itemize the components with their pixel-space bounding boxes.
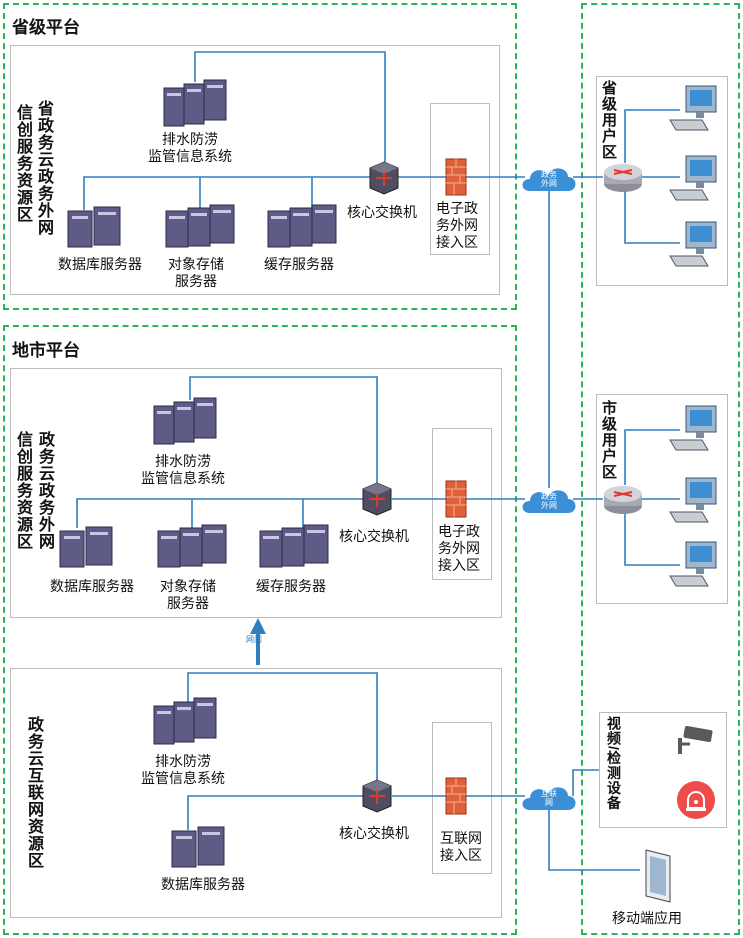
cache-server-icon (267, 204, 337, 248)
computer-icon (669, 221, 717, 267)
province-side-label-2: 省政务云政务外网 (35, 100, 52, 236)
province-users-label: 省级用户区 (600, 80, 617, 160)
wire-province-system (194, 51, 386, 168)
computer-icon (669, 477, 717, 523)
database-server-icon (171, 826, 225, 868)
wire-province-bus (83, 176, 385, 210)
internet-side-label: 政务云互联网资源区 (25, 716, 42, 869)
internet-resource-zone (10, 668, 502, 918)
wire-city-bus (76, 498, 377, 528)
computer-icon (669, 405, 717, 451)
mobile-device-icon (645, 849, 671, 903)
city-side-label-2: 政务云政务外网 (36, 431, 53, 550)
firewall-icon (445, 480, 467, 518)
server-rack-icon (163, 79, 227, 127)
city-side-label-1: 信创服务资源区 (14, 431, 31, 550)
city-resource-zone (10, 368, 502, 618)
computer-icon (669, 541, 717, 587)
cloud-icon (522, 168, 576, 191)
alarm-icon (677, 781, 715, 819)
province-drainage-system-label: 排水防涝 监管信息系统 (148, 131, 232, 164)
cloud-icon (522, 490, 576, 513)
database-server-icon (67, 206, 121, 248)
wire-city-system (189, 376, 378, 488)
gov-net-cloud-2-label: 政务 外网 (541, 492, 557, 510)
province-cache-server-label: 缓存服务器 (264, 256, 334, 272)
province-platform-title: 省级平台 (12, 18, 80, 37)
core-switch-icon (369, 161, 399, 195)
firewall-icon (445, 777, 467, 815)
camera-icon (678, 725, 713, 754)
wire-internet-bus (187, 795, 377, 830)
city-drainage-system-label: 排水防涝 监管信息系统 (141, 453, 225, 486)
city-users-label: 市级用户区 (600, 400, 617, 480)
city-platform-region (3, 325, 517, 935)
province-db-server-label: 数据库服务器 (58, 256, 142, 272)
province-access-zone-label: 电子政 务外网 接入区 (436, 200, 478, 250)
computer-icon (669, 85, 717, 131)
province-object-storage-label: 对象存储 服务器 (168, 256, 224, 289)
city-object-storage-label: 对象存储 服务器 (160, 578, 216, 611)
gateway-label: 网闸 (246, 635, 262, 644)
router-icon (604, 486, 642, 514)
server-rack-icon (153, 697, 217, 745)
mobile-app-label: 移动端应用 (612, 910, 682, 926)
internet-cloud-label: 互联 网 (541, 789, 557, 807)
storage-server-icon (157, 524, 227, 568)
internet-db-server-label: 数据库服务器 (161, 876, 245, 892)
internet-access-zone-label: 互联网 接入区 (440, 830, 482, 863)
province-resource-zone (10, 45, 500, 295)
gov-net-cloud-1-label: 政务 外网 (541, 170, 557, 188)
city-core-switch-label: 核心交换机 (339, 528, 409, 544)
city-cache-server-label: 缓存服务器 (256, 578, 326, 594)
firewall-icon (445, 158, 467, 196)
router-icon (604, 164, 642, 192)
storage-server-icon (165, 204, 235, 248)
province-core-switch-label: 核心交换机 (347, 204, 417, 220)
province-side-label-1: 信创服务资源区 (14, 104, 31, 223)
computer-icon (669, 155, 717, 201)
city-db-server-label: 数据库服务器 (50, 578, 134, 594)
user-region (581, 3, 740, 935)
database-server-icon (59, 526, 113, 568)
core-switch-icon (362, 482, 392, 516)
internet-drainage-system-label: 排水防涝 监管信息系统 (141, 753, 225, 786)
server-rack-icon (153, 397, 217, 445)
gateway-arrow (250, 618, 266, 665)
video-devices-label: 视频/检测设备 (606, 716, 622, 811)
city-access-zone-label: 电子政 务外网 接入区 (438, 523, 480, 573)
core-switch-icon (362, 779, 392, 813)
city-platform-title: 地市平台 (12, 341, 80, 360)
cloud-icon (522, 787, 576, 810)
cache-server-icon (259, 524, 329, 568)
wire-internet-system (187, 672, 378, 782)
internet-core-switch-label: 核心交换机 (339, 825, 409, 841)
province-platform-region (3, 3, 517, 310)
